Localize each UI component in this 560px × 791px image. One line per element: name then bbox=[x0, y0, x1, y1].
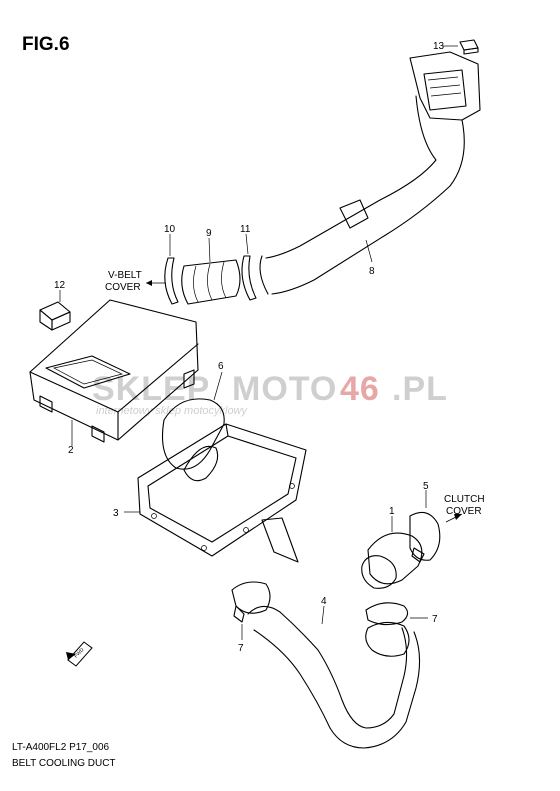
figure-title: FIG.6 bbox=[22, 34, 70, 55]
callout-12: 12 bbox=[54, 280, 66, 291]
callout-9: 9 bbox=[206, 228, 212, 239]
watermark-part-d: .PL bbox=[392, 370, 448, 408]
callout-2: 2 bbox=[68, 445, 74, 456]
callout-1: 1 bbox=[389, 506, 395, 517]
footer-title: BELT COOLING DUCT bbox=[12, 758, 116, 769]
part-8-upper-duct bbox=[259, 51, 481, 295]
watermark-part-b: MOTO bbox=[232, 370, 337, 408]
clutch-label-line1: CLUTCH bbox=[444, 494, 485, 505]
callout-numbers: 13 8 11 9 10 12 2 6 3 1 5 4 7 7 bbox=[54, 41, 445, 654]
watermark: SKLEP MOTO 46 .PL internetowy sklep moto… bbox=[92, 370, 448, 417]
part-7-clamp-left bbox=[231, 581, 271, 640]
callout-11: 11 bbox=[240, 224, 251, 235]
watermark-tagline: internetowy sklep motocyklowy bbox=[96, 405, 249, 417]
part-3-case bbox=[124, 423, 307, 563]
part-11-clamp bbox=[241, 233, 257, 301]
direction-labels: V-BELT COVER CLUTCH COVER bbox=[105, 270, 485, 517]
callout-6: 6 bbox=[218, 361, 224, 372]
callout-3: 3 bbox=[113, 508, 119, 519]
part-5-clamp bbox=[409, 490, 441, 563]
watermark-part-a: SKLEP bbox=[92, 370, 210, 408]
fwd-arrow-icon: FWD bbox=[66, 641, 93, 667]
part-13-cap bbox=[443, 39, 479, 55]
clutch-direction-arrow bbox=[445, 513, 463, 523]
vbelt-label-line2: COVER bbox=[105, 282, 141, 293]
part-2-cover bbox=[29, 299, 199, 446]
callout-10: 10 bbox=[164, 224, 176, 235]
part-7-clamp-right bbox=[365, 602, 428, 626]
callout-5: 5 bbox=[423, 481, 429, 492]
vbelt-direction-arrow bbox=[146, 280, 166, 286]
callout-4: 4 bbox=[321, 596, 327, 607]
part-10-clamp bbox=[164, 234, 179, 305]
callout-7-left: 7 bbox=[238, 643, 244, 654]
part-12-block bbox=[39, 290, 71, 331]
callout-13: 13 bbox=[433, 41, 445, 52]
watermark-part-c: 46 bbox=[340, 370, 380, 408]
part-4-lower-duct bbox=[247, 605, 421, 749]
callout-7-right: 7 bbox=[432, 614, 438, 625]
footer-code: LT-A400FL2 P17_006 bbox=[12, 742, 110, 753]
callout-8: 8 bbox=[369, 266, 375, 277]
clutch-label-line2: COVER bbox=[446, 506, 482, 517]
part-9-boot bbox=[181, 237, 241, 305]
vbelt-label-line1: V-BELT bbox=[108, 270, 142, 281]
